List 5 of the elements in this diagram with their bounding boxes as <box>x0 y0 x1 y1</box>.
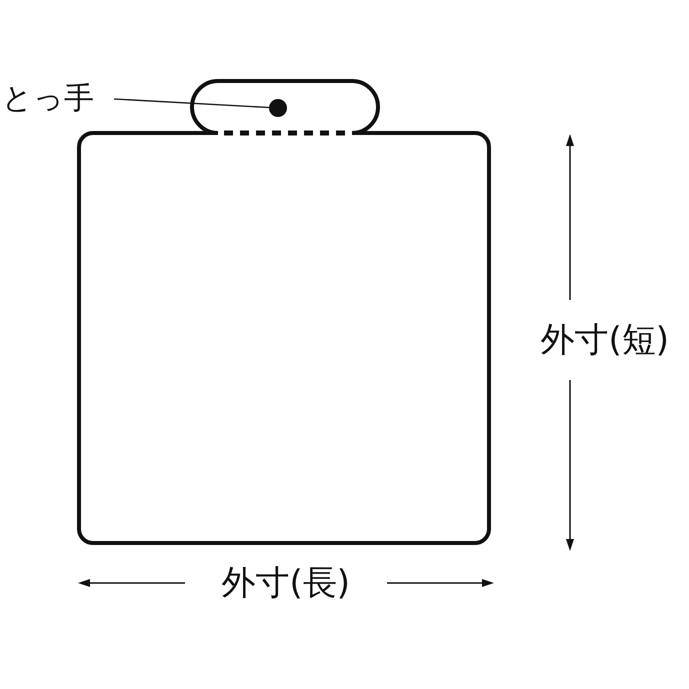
dimension-label: 外寸(長) <box>222 566 350 600</box>
dimension-label: 外寸(短) <box>540 323 670 357</box>
handle-hole <box>269 99 287 117</box>
leader-line <box>114 98 270 108</box>
part-label: とっ手 <box>2 84 94 114</box>
